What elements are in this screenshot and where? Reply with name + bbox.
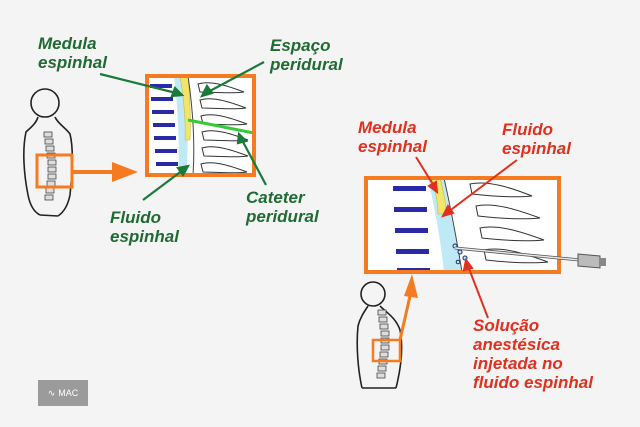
label-cateter-peridural: Cateter peridural [246, 188, 319, 226]
zoom-arrow-left [72, 162, 138, 182]
spine-left-small [43, 131, 57, 201]
spinal-needle [454, 246, 606, 269]
label-fluido-espinhal-right: Fluido espinhal [502, 120, 571, 158]
label-medula-espinhal-left: Medula espinhal [38, 34, 107, 72]
label-solucao-anestesica: Solução anestésica injetada no fluido es… [473, 316, 593, 392]
spine-right-small [376, 309, 390, 379]
body-silhouette-left [23, 88, 74, 217]
spinal-detail [366, 178, 559, 272]
pulse-icon: ∿ [47, 387, 56, 398]
spinous-processes-left [197, 82, 249, 174]
mac-logo: ∿ MAC [38, 380, 88, 406]
epidural-detail [147, 76, 254, 175]
red-pointers [415, 156, 518, 319]
body-silhouette-right [356, 281, 403, 389]
zoom-region-right [371, 338, 402, 363]
logo-text: MAC [58, 388, 79, 398]
vertebral-bodies-left [150, 84, 178, 166]
label-espaco-peridural: Espaço peridural [270, 36, 343, 74]
catheter-left [187, 118, 254, 135]
label-fluido-espinhal-left: Fluido espinhal [110, 208, 179, 246]
spinous-processes-right [469, 182, 549, 264]
green-pointers [99, 61, 267, 201]
label-medula-espinhal-right: Medula espinhal [358, 118, 427, 156]
spinal-cord-left [179, 76, 191, 141]
spinal-detail-frame [364, 176, 561, 274]
zoom-arrow-right [398, 274, 418, 341]
epidural-detail-frame [145, 74, 256, 177]
